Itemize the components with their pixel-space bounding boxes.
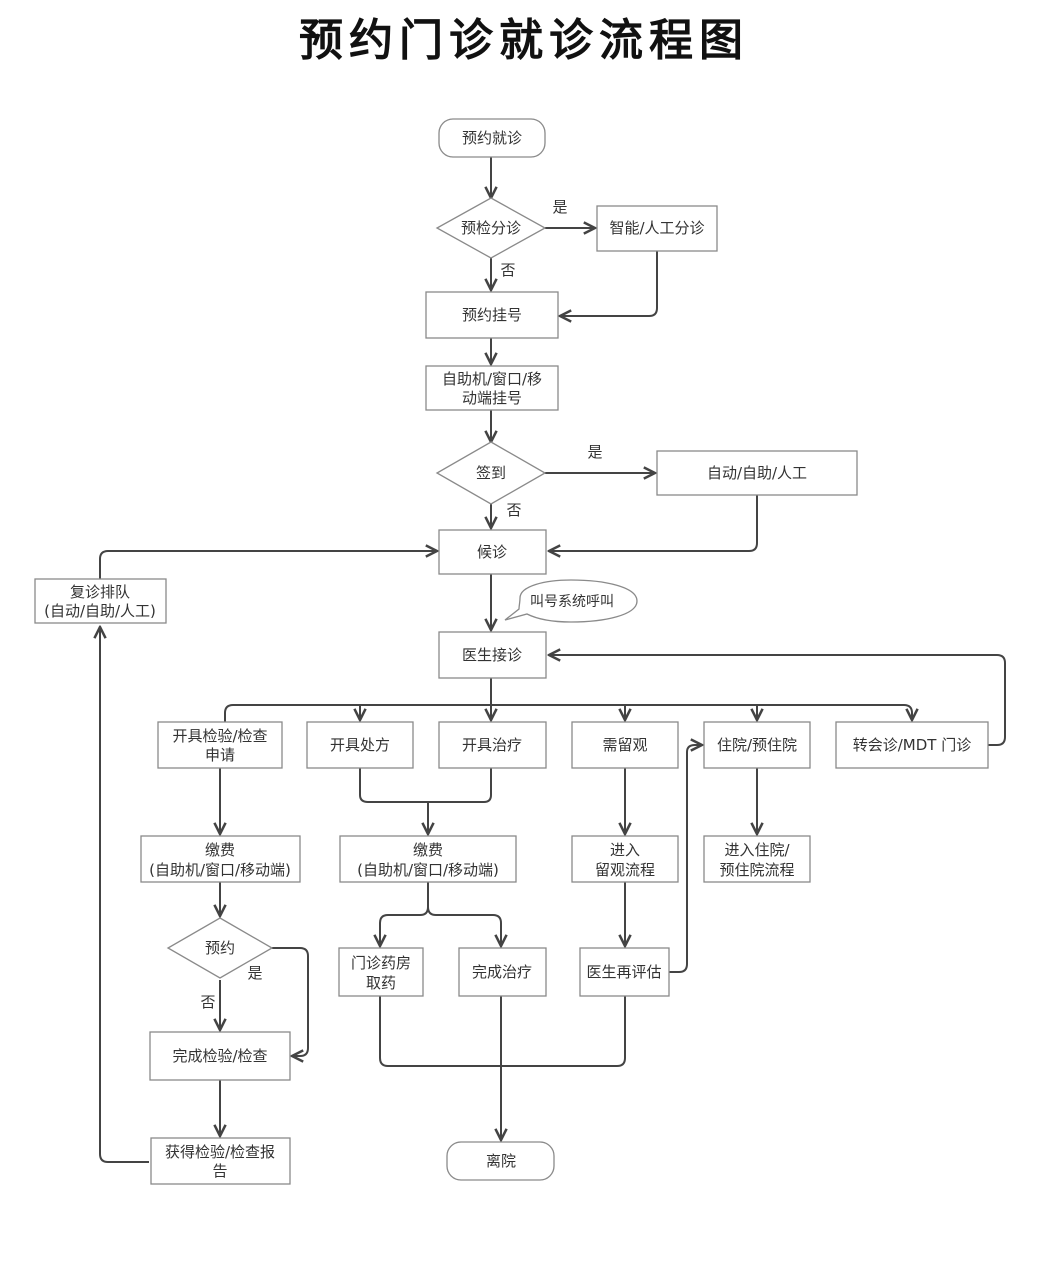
node-observe-flow-label-2: 留观流程: [595, 861, 655, 879]
node-exam-request-label-2: 申请: [205, 746, 235, 764]
node-reassess-label: 医生再评估: [586, 963, 661, 981]
node-wait-label: 候诊: [477, 543, 507, 561]
node-pre-triage-label: 预检分诊: [461, 219, 521, 237]
node-prescription: 开具处方: [306, 721, 414, 769]
node-revisit: 复诊排队 (自动/自助/人工): [34, 578, 167, 624]
node-doctor-label: 医生接诊: [462, 646, 522, 664]
node-hospitalize: 住院/预住院: [703, 721, 811, 769]
node-checkin-label: 签到: [476, 464, 506, 482]
node-wait: 候诊: [438, 529, 547, 575]
node-start-label: 预约就诊: [462, 129, 522, 147]
node-hospitalize-label: 住院/预住院: [717, 736, 797, 754]
node-book-label: 预约挂号: [462, 306, 522, 324]
node-hospital-flow: 进入住院/ 预住院流程: [703, 835, 811, 883]
node-pharmacy-label-2: 取药: [366, 974, 396, 992]
node-pre-triage: 预检分诊: [435, 197, 547, 259]
node-report-label-1: 获得检验/检查报: [165, 1143, 275, 1161]
node-observe-flow: 进入 留观流程: [571, 835, 679, 883]
node-pay-b: 缴费 (自助机/窗口/移动端): [339, 835, 517, 883]
node-exam-request-label-1: 开具检验/检查: [172, 727, 267, 745]
node-pay-a: 缴费 (自助机/窗口/移动端): [140, 835, 301, 883]
node-observe-flow-label-1: 进入: [610, 841, 640, 859]
callout-call-system-label: 叫号系统呼叫: [530, 594, 614, 610]
node-checkin-mode: 自动/自助/人工: [656, 450, 858, 496]
node-finish-exam-label: 完成检验/检查: [172, 1047, 267, 1065]
node-exam-request: 开具检验/检查 申请: [157, 721, 283, 769]
edge-label-no: 否: [506, 501, 521, 519]
node-smart-triage-label: 智能/人工分诊: [609, 219, 704, 237]
node-treatment-label: 开具治疗: [462, 736, 522, 754]
node-revisit-label-1: 复诊排队: [70, 583, 130, 601]
node-checkin-mode-label: 自动/自助/人工: [707, 464, 807, 482]
edge-label-yes: 是: [247, 964, 262, 982]
node-revisit-label-2: (自动/自助/人工): [44, 602, 156, 620]
node-leave-label: 离院: [486, 1152, 516, 1170]
node-pay-b-label-1: 缴费: [413, 841, 443, 859]
node-leave: 离院: [446, 1141, 555, 1181]
node-pharmacy-label-1: 门诊药房: [351, 954, 411, 972]
edge-label-yes: 是: [587, 443, 602, 461]
node-channels-label-1: 自助机/窗口/移: [442, 370, 542, 388]
node-book: 预约挂号: [425, 291, 559, 339]
node-hospital-flow-label-2: 预住院流程: [719, 861, 794, 879]
node-pay-a-label-2: (自助机/窗口/移动端): [149, 861, 291, 879]
node-observe-label: 需留观: [602, 736, 647, 754]
node-hospital-flow-label-1: 进入住院/: [724, 841, 790, 859]
edge-label-yes: 是: [552, 198, 567, 216]
node-pharmacy: 门诊药房 取药: [338, 947, 424, 997]
node-reassess: 医生再评估: [579, 947, 670, 997]
edge-label-no: 否: [500, 261, 515, 279]
node-prescription-label: 开具处方: [330, 736, 390, 754]
node-finish-exam: 完成检验/检查: [149, 1031, 291, 1081]
node-checkin: 签到: [435, 441, 547, 505]
node-start: 预约就诊: [438, 118, 546, 158]
node-appointment: 预约: [166, 917, 274, 979]
node-report-label-2: 告: [212, 1162, 227, 1180]
node-finish-treatment-label: 完成治疗: [472, 963, 532, 981]
node-consult: 转会诊/MDT 门诊: [835, 721, 989, 769]
node-channels: 自助机/窗口/移 动端挂号: [425, 365, 559, 411]
node-pay-a-label-1: 缴费: [205, 841, 235, 859]
node-treatment: 开具治疗: [438, 721, 547, 769]
node-smart-triage: 智能/人工分诊: [596, 205, 718, 252]
node-appointment-label: 预约: [205, 939, 235, 957]
node-pay-b-label-2: (自助机/窗口/移动端): [357, 861, 499, 879]
node-finish-treatment: 完成治疗: [458, 947, 547, 997]
node-doctor: 医生接诊: [438, 631, 547, 679]
callout-call-system: 叫号系统呼叫: [504, 579, 638, 623]
node-observe: 需留观: [571, 721, 679, 769]
node-report: 获得检验/检查报 告: [150, 1137, 291, 1185]
node-channels-label-2: 动端挂号: [462, 389, 522, 407]
page-title: 预约门诊就诊流程图: [299, 15, 749, 66]
node-consult-label: 转会诊/MDT 门诊: [853, 736, 971, 754]
connectors: [100, 157, 1006, 1163]
edge-label-no: 否: [200, 993, 215, 1011]
